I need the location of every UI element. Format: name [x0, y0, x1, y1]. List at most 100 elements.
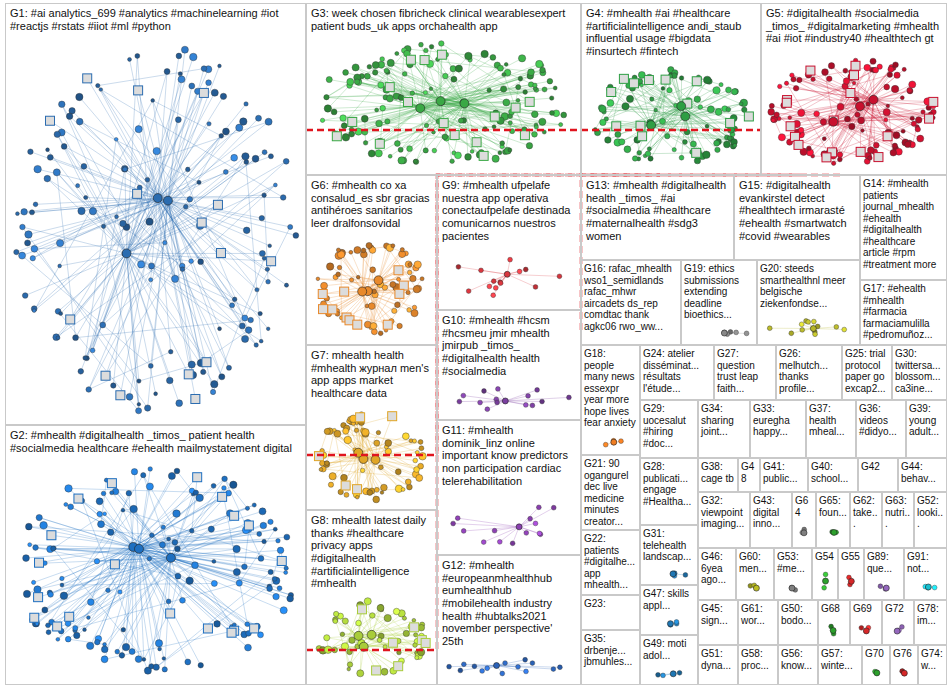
vertex-dot — [413, 286, 420, 293]
tie-line — [112, 483, 171, 558]
vertex-avatar — [420, 56, 429, 65]
vertex-dot — [137, 261, 144, 268]
vertex-dot — [837, 103, 844, 110]
vertex-avatar — [45, 116, 54, 125]
hub-dot — [371, 455, 380, 464]
vertex-dot — [220, 93, 226, 99]
tie-line — [845, 86, 896, 135]
vertex-avatar — [629, 79, 638, 88]
tie-line — [45, 549, 139, 610]
tie-line — [378, 254, 402, 280]
vertex-avatar — [692, 148, 701, 157]
vertex-dot — [189, 83, 195, 89]
hub-dot — [374, 276, 383, 285]
vertex-avatar — [202, 358, 211, 367]
group-graph — [456, 257, 562, 297]
vertex-dot — [713, 87, 720, 94]
vertex-dot — [362, 429, 370, 437]
tie-line — [387, 90, 421, 108]
vertex-dot — [884, 118, 888, 122]
tie-line — [441, 70, 543, 101]
tie-line — [62, 547, 133, 579]
tie-line — [116, 139, 229, 367]
vertex-dot — [647, 147, 651, 151]
vertex-dot — [498, 281, 503, 286]
vertex-avatar — [341, 481, 350, 490]
tie-line — [93, 169, 125, 351]
vertex-dot — [516, 84, 521, 89]
vertex-dot — [740, 99, 748, 107]
vertex-dot — [849, 123, 855, 129]
vertex-dot — [517, 269, 522, 274]
vertex-avatar — [116, 391, 125, 400]
vertex-dot — [78, 207, 85, 214]
vertex-dot — [492, 155, 499, 162]
tie-line — [358, 453, 403, 490]
hub-dot — [721, 330, 727, 336]
tie-line — [139, 505, 254, 549]
tie-line — [153, 100, 222, 135]
vertex-dot — [16, 212, 20, 216]
vertex-dot — [769, 103, 774, 108]
vertex-dot — [198, 259, 204, 265]
vertex-dot — [211, 380, 218, 387]
vertex-dot — [243, 227, 250, 234]
tie-line — [362, 292, 399, 326]
vertex-dot — [86, 387, 92, 393]
vertex-dot — [266, 327, 270, 331]
vertex-avatar — [846, 88, 855, 97]
vertex-dot — [637, 150, 642, 155]
vertex-dot — [888, 66, 894, 72]
vertex-dot — [375, 108, 379, 112]
tie-line — [362, 292, 371, 328]
vertex-dot — [650, 97, 654, 101]
vertex-dot — [121, 165, 128, 172]
vertex-avatar — [101, 371, 110, 380]
tie-line — [158, 198, 235, 299]
tie-line — [62, 132, 127, 253]
tie-line — [62, 104, 207, 362]
vertex-dot — [136, 408, 142, 414]
tie-line — [824, 68, 867, 139]
vertex-dot — [189, 259, 194, 264]
vertex-dot — [526, 142, 532, 148]
vertex-dot — [442, 134, 448, 140]
vertex-avatar — [348, 117, 357, 126]
vertex-avatar — [874, 153, 883, 162]
vertex-avatar — [782, 98, 791, 107]
vertex-dot — [605, 137, 612, 144]
vertex-dot — [870, 58, 876, 64]
tie-line — [101, 90, 257, 290]
vertex-dot — [385, 440, 392, 447]
vertex-dot — [907, 88, 913, 94]
vertex-dot — [120, 220, 127, 227]
tie-line — [101, 90, 168, 201]
vertex-dot — [121, 627, 126, 632]
vertex-dot — [905, 141, 911, 147]
vertex-dot — [402, 72, 407, 77]
vertex-avatar — [406, 55, 415, 64]
vertex-dot — [405, 479, 411, 485]
vertex-avatar — [328, 305, 337, 314]
vertex-dot — [790, 73, 794, 77]
hub-dot — [153, 194, 162, 203]
tie-line — [137, 194, 222, 377]
vertex-dot — [366, 242, 372, 248]
vertex-dot — [600, 119, 606, 125]
vertex-dot — [331, 109, 337, 115]
vertex-dot — [241, 335, 248, 342]
vertex-dot — [726, 87, 732, 93]
vertex-dot — [837, 152, 843, 158]
vertex-dot — [402, 433, 409, 440]
hub-dot — [810, 326, 816, 332]
vertex-dot — [632, 156, 637, 161]
vertex-dot — [252, 155, 259, 162]
tie-line — [58, 547, 133, 639]
vertex-dot — [344, 492, 349, 497]
vertex-avatar — [619, 74, 628, 83]
vertex-dot — [268, 154, 273, 159]
vertex-dot — [153, 147, 160, 154]
vertex-dot — [265, 267, 269, 271]
vertex-dot — [25, 231, 32, 238]
vertex-dot — [891, 85, 898, 92]
